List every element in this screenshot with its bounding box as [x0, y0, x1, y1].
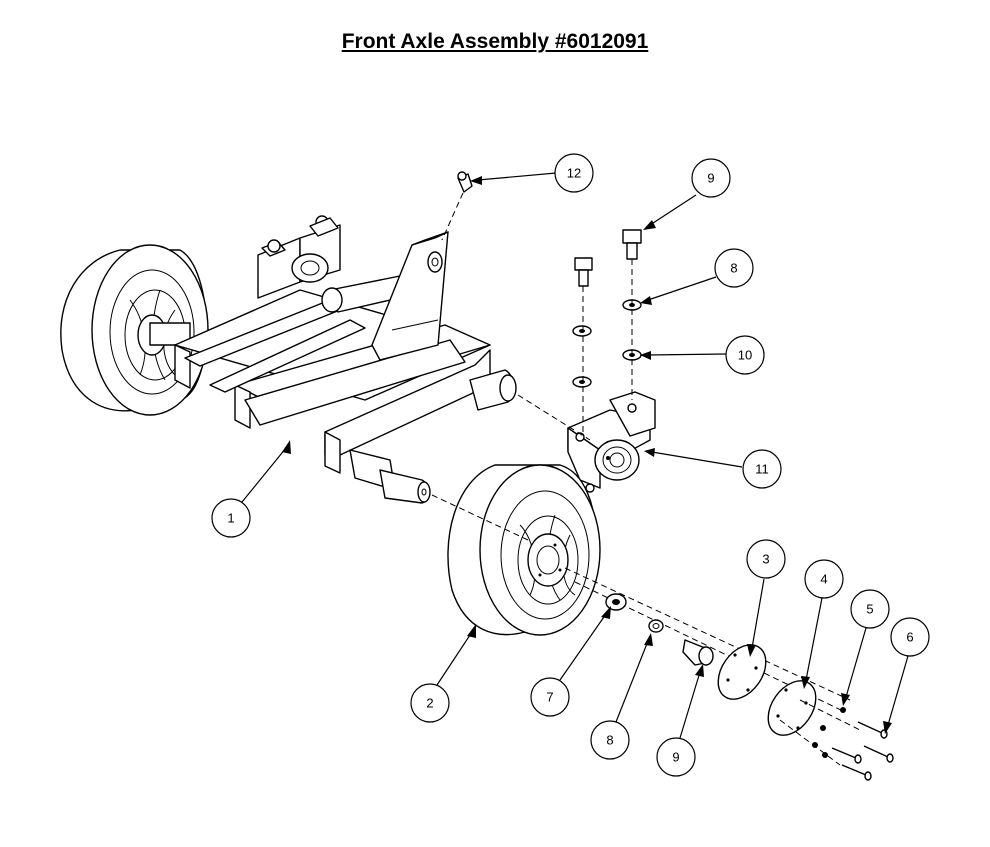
svg-text:12: 12 — [567, 166, 581, 181]
callout-2: 2 — [410, 683, 450, 723]
svg-text:7: 7 — [546, 690, 553, 705]
svg-text:6: 6 — [906, 630, 913, 645]
svg-text:9: 9 — [672, 750, 679, 765]
svg-text:3: 3 — [762, 552, 769, 567]
callout-1: 1 — [211, 498, 251, 538]
callout-11: 11 — [742, 449, 782, 489]
callout-9b: 9 — [691, 158, 731, 198]
callout-4: 4 — [804, 559, 844, 599]
svg-text:11: 11 — [755, 462, 769, 477]
callout-12: 12 — [554, 153, 594, 193]
hub-cap-plate — [717, 644, 767, 700]
svg-text:5: 5 — [866, 602, 873, 617]
front-wheel — [447, 464, 601, 636]
diagram-title: Front Axle Assembly #6012091 — [341, 30, 649, 53]
callout-9a: 9 — [656, 737, 696, 777]
callout-7: 7 — [530, 677, 570, 717]
mounted-bearing — [257, 215, 341, 299]
lock-washer — [648, 619, 664, 633]
hub-washer — [605, 593, 627, 611]
lock-nuts — [812, 707, 846, 758]
grease-fitting — [457, 171, 473, 193]
gasket-plate — [767, 680, 817, 736]
pillow-block-bearing — [567, 391, 656, 493]
axle-frame — [174, 231, 517, 504]
callout-8b: 8 — [714, 248, 754, 288]
callout-8a: 8 — [590, 720, 630, 760]
svg-text:8: 8 — [730, 261, 737, 276]
callout-3: 3 — [746, 539, 786, 579]
cap-screws — [831, 721, 894, 781]
svg-text:4: 4 — [820, 572, 827, 587]
hub-bolt — [682, 639, 714, 666]
svg-text:10: 10 — [738, 348, 752, 363]
left-wheel — [60, 244, 209, 416]
left-bolt-stack — [572, 257, 593, 388]
callout-leaders — [241, 172, 909, 739]
callout-6: 6 — [890, 617, 930, 657]
svg-text:2: 2 — [426, 696, 433, 711]
callout-10: 10 — [725, 335, 765, 375]
svg-text:9: 9 — [707, 171, 714, 186]
svg-text:1: 1 — [227, 511, 234, 526]
svg-text:8: 8 — [606, 733, 613, 748]
callout-5: 5 — [850, 589, 890, 629]
